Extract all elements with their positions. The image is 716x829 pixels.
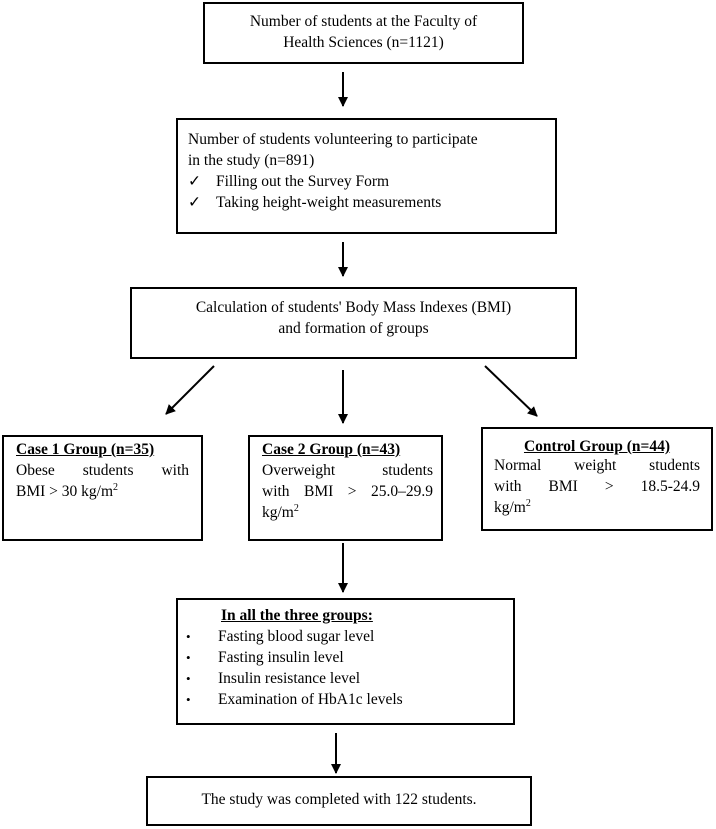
control-title-wrap: Control Group (n=44) — [494, 436, 700, 457]
control-sup: 2 — [525, 497, 531, 509]
control-line2: with BMI > 18.5-24.9 — [494, 476, 700, 497]
volunteer-students-box: Number of students volunteering to parti… — [176, 118, 557, 234]
all-groups-item: • Fasting blood sugar level — [186, 626, 513, 647]
case1-sup: 2 — [113, 481, 119, 493]
all-groups-item-text: Fasting blood sugar level — [218, 628, 375, 645]
bullet-icon: • — [186, 629, 191, 644]
case1-line2: BMI > 30 kg/m2 — [16, 481, 189, 502]
control-group-box: Control Group (n=44) Normal weight stude… — [481, 427, 713, 531]
control-word: with — [494, 478, 522, 495]
control-word: Normal — [494, 457, 542, 474]
arrow-bmi-to-control — [484, 365, 538, 417]
case1-bmi-text: BMI > 30 kg/m — [16, 483, 114, 500]
case1-word: with — [161, 462, 189, 479]
case1-word: Obese — [16, 462, 55, 479]
case2-word: > — [347, 483, 357, 500]
total-students-line2: Health Sciences (n=1121) — [283, 34, 444, 51]
case2-line3: kg/m2 — [262, 502, 433, 523]
study-completed-text: The study was completed with 122 student… — [201, 791, 477, 808]
control-word: students — [649, 457, 700, 474]
volunteer-item-text: Taking height-weight measurements — [216, 194, 442, 211]
volunteer-line1: Number of students volunteering to parti… — [188, 131, 478, 148]
all-groups-item-text: Insulin resistance level — [218, 670, 361, 687]
control-line1: Normal weight students — [494, 455, 700, 476]
control-word: > — [604, 478, 614, 495]
control-title: Control Group (n=44) — [523, 438, 671, 455]
case2-line2: with BMI > 25.0–29.9 — [262, 481, 433, 502]
case2-unit: kg/m — [262, 504, 294, 521]
volunteer-line2: in the study (n=891) — [188, 152, 315, 169]
all-groups-item-text: Examination of HbA1c levels — [218, 691, 403, 708]
case2-word: BMI — [304, 483, 334, 500]
bullet-icon: • — [186, 692, 191, 707]
all-groups-title-wrap: In all the three groups: — [186, 605, 513, 626]
all-groups-item: • Insulin resistance level — [186, 668, 513, 689]
arrow-bmi-to-case1 — [165, 365, 215, 415]
volunteer-item-survey: ✓ Filling out the Survey Form — [188, 171, 555, 192]
total-students-line1: Number of students at the Faculty of — [249, 13, 478, 30]
volunteer-item-text: Filling out the Survey Form — [216, 173, 390, 190]
case2-title: Case 2 Group (n=43) — [262, 441, 401, 458]
bullet-icon: • — [186, 671, 191, 686]
case2-word: Overweight — [262, 462, 336, 479]
checkmark-icon: ✓ — [188, 194, 201, 211]
all-groups-item: • Fasting insulin level — [186, 647, 513, 668]
case1-group-box: Case 1 Group (n=35) Obese students with … — [2, 435, 203, 541]
case2-line1: Overweight students — [262, 460, 433, 481]
case1-title: Case 1 Group (n=35) — [16, 441, 155, 458]
bmi-line1: Calculation of students' Body Mass Index… — [195, 299, 512, 316]
all-groups-item-text: Fasting insulin level — [218, 649, 344, 666]
case1-line1: Obese students with — [16, 460, 189, 481]
all-groups-item: • Examination of HbA1c levels — [186, 689, 513, 710]
all-groups-title: In all the three groups: — [221, 607, 373, 624]
control-line3: kg/m2 — [494, 497, 700, 518]
control-word: 18.5-24.9 — [640, 478, 700, 495]
bmi-line2: and formation of groups — [278, 320, 429, 337]
checkmark-icon: ✓ — [188, 173, 201, 190]
control-word: weight — [574, 457, 617, 474]
case2-word: students — [382, 462, 433, 479]
bmi-calculation-box: Calculation of students' Body Mass Index… — [130, 287, 577, 359]
control-word: BMI — [548, 478, 578, 495]
volunteer-item-measurements: ✓ Taking height-weight measurements — [188, 192, 555, 213]
case2-word: with — [262, 483, 290, 500]
total-students-box: Number of students at the Faculty of Hea… — [203, 2, 524, 64]
case2-sup: 2 — [293, 502, 299, 514]
case1-word: students — [82, 462, 134, 479]
case2-group-box: Case 2 Group (n=43) Overweight students … — [248, 435, 443, 541]
all-groups-box: In all the three groups: • Fasting blood… — [176, 598, 515, 725]
case2-word: 25.0–29.9 — [370, 483, 433, 500]
study-completed-box: The study was completed with 122 student… — [146, 776, 532, 826]
bullet-icon: • — [186, 650, 191, 665]
control-unit: kg/m — [494, 499, 526, 516]
